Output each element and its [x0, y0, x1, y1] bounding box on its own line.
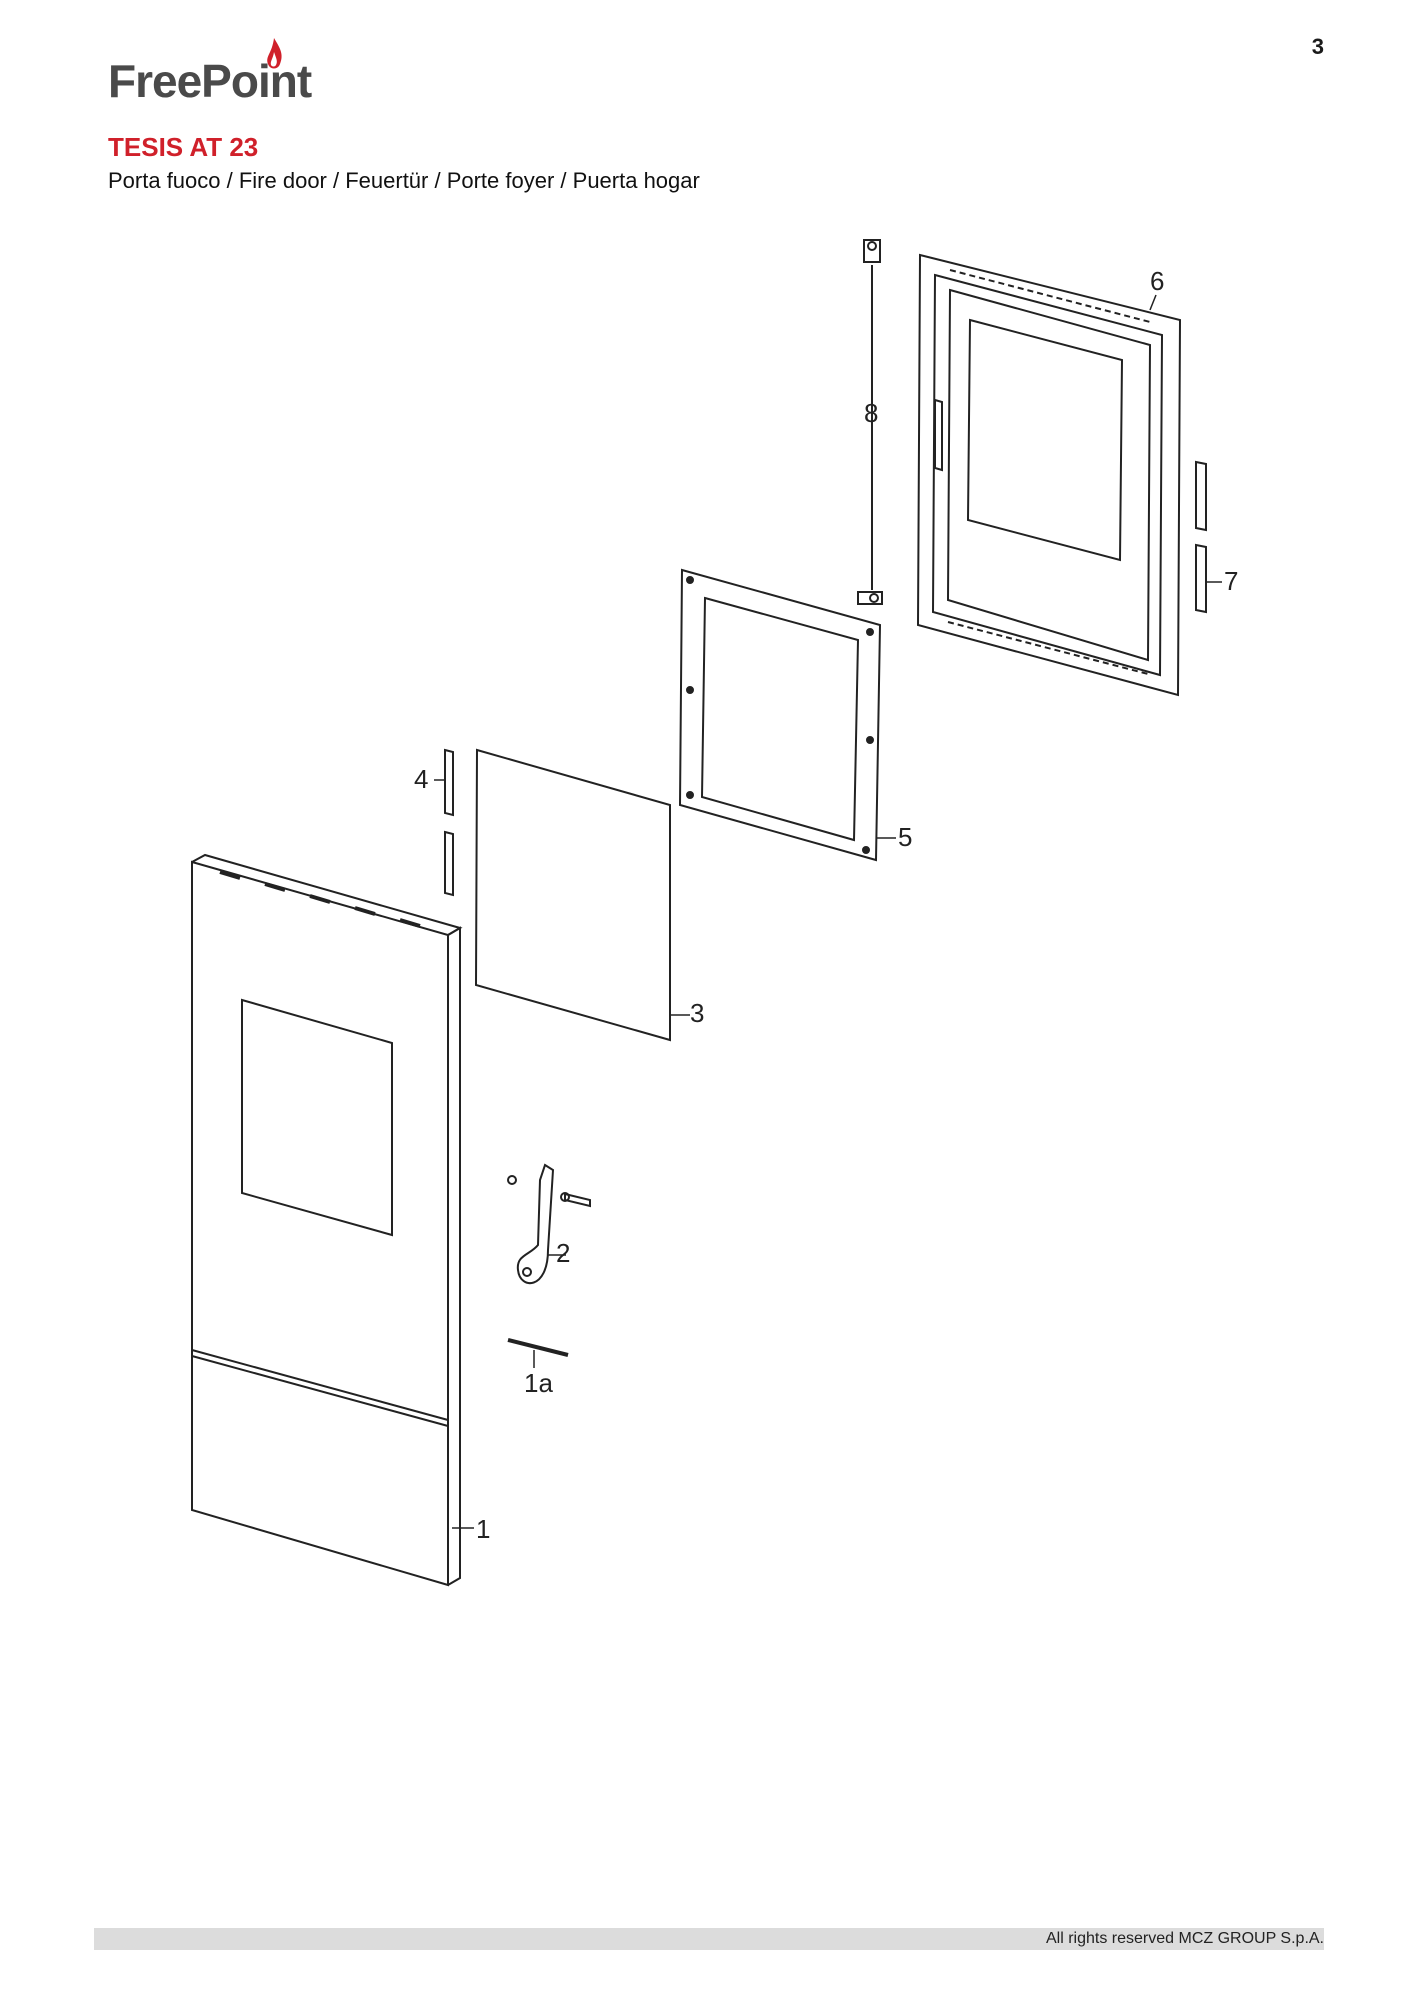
part-4-side-strips — [444, 748, 454, 897]
callout-8: 8 — [864, 398, 878, 428]
part-5-glass-frame — [678, 568, 882, 862]
part-6-door-frame — [916, 253, 1182, 697]
callout-5: 5 — [898, 822, 912, 852]
part-2-latch — [507, 1163, 591, 1285]
callout-3: 3 — [690, 998, 704, 1028]
footer-bar — [94, 1928, 1324, 1950]
page-subtitle: Porta fuoco / Fire door / Feuertür / Por… — [108, 168, 700, 193]
part-1a-badge — [507, 1338, 569, 1357]
callout-1: 1 — [476, 1514, 490, 1544]
part-8-hinge-pin — [857, 239, 883, 605]
page-number: 3 — [1311, 34, 1324, 59]
callout-2: 2 — [556, 1238, 570, 1268]
leader-lines — [434, 294, 1222, 1529]
part-7-side-strips — [1195, 460, 1207, 614]
callout-6: 6 — [1150, 266, 1164, 296]
part-1-door-panel — [191, 853, 463, 1587]
callout-4: 4 — [414, 764, 428, 794]
exploded-view-diagram: 1 1a 2 3 4 5 6 7 8 — [191, 239, 1238, 1587]
part-3-glass-panel — [474, 748, 671, 1042]
flame-icon — [267, 38, 282, 69]
page-title: TESIS AT 23 — [108, 132, 259, 162]
footer-copyright: All rights reserved MCZ GROUP S.p.A. — [1046, 1930, 1324, 1947]
brand-logo: FreePoint — [108, 36, 338, 107]
callout-1a: 1a — [524, 1368, 553, 1398]
callout-7: 7 — [1224, 566, 1238, 596]
